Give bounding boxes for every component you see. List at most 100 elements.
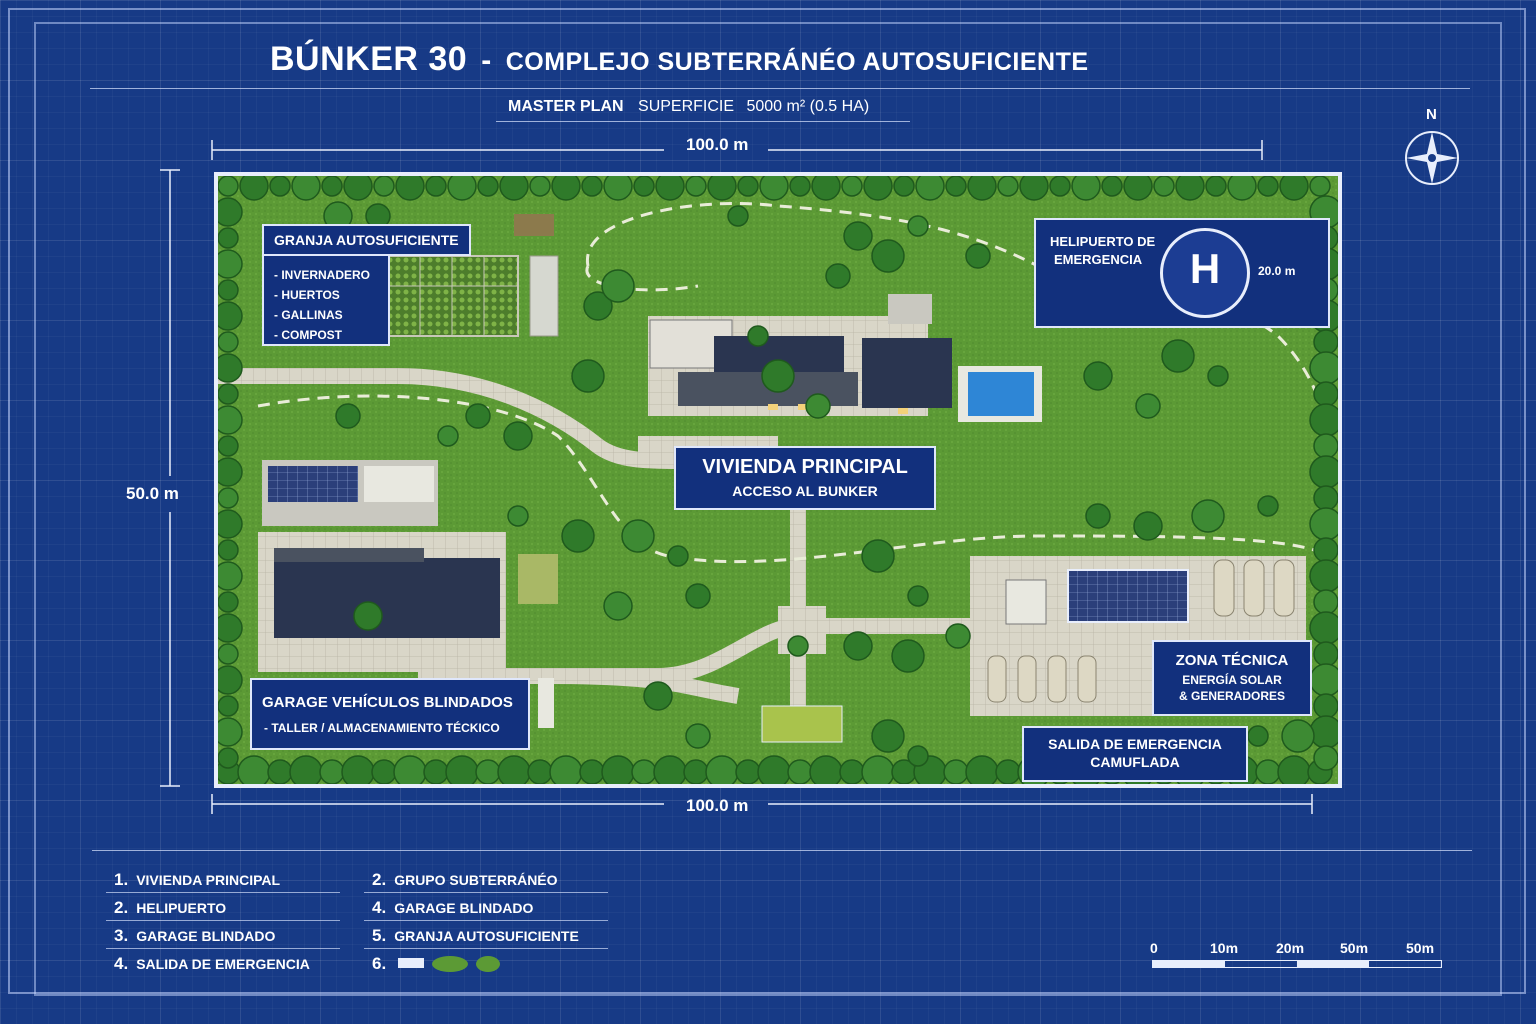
house-subtitle: ACCESO AL BUNKER — [732, 483, 878, 499]
scale-bar-track — [1152, 960, 1442, 968]
garage-subtitle: - TALLER / ALMACENAMIENTO TÉCKICO — [264, 721, 500, 735]
heliport-label: HELIPUERTO DE EMERGENCIA H 20.0 m — [1034, 218, 1330, 328]
legend-item: 4.GARAGE BLINDADO — [372, 898, 534, 917]
title-subtitle: COMPLEJO SUBTERRÁNÉO AUTOSUFICIENTE — [505, 48, 1089, 76]
tree — [995, 759, 1021, 784]
tree — [1313, 433, 1338, 459]
tree — [341, 755, 375, 784]
tree — [343, 176, 373, 201]
tree — [1191, 499, 1225, 533]
tree — [1309, 351, 1338, 385]
farm-item: - HUERTOS — [274, 288, 340, 302]
tree — [1247, 725, 1269, 747]
tree — [218, 695, 239, 717]
farm-item: - INVERNADERO — [274, 268, 371, 282]
tree — [571, 359, 605, 393]
tree — [727, 205, 749, 227]
title-separator: - — [481, 44, 492, 77]
tree — [218, 747, 239, 769]
farm-label: GRANJA AUTOSUFICIENTE - INVERNADERO - HU… — [262, 224, 471, 346]
tree — [319, 759, 345, 784]
surface-label: SUPERFICIE — [638, 98, 735, 115]
garage-building — [258, 460, 558, 728]
garage-title: GARAGE VEHÍCULOS BLINDADOS — [262, 694, 513, 711]
tree — [353, 601, 383, 631]
tree — [1049, 176, 1071, 197]
tree — [683, 759, 709, 784]
tree — [218, 665, 243, 695]
tree — [621, 519, 655, 553]
tree — [787, 635, 809, 657]
legend-item: 1.VIVIENDA PRINCIPAL — [114, 870, 281, 889]
legend-top-rule — [92, 850, 1472, 851]
house-label: VIVIENDA PRINCIPAL ACCESO AL BUNKER — [674, 446, 936, 510]
legend-item: 4.SALIDA DE EMERGENCIA — [114, 954, 310, 973]
tree — [907, 215, 929, 237]
tree — [1277, 755, 1311, 784]
tree — [218, 591, 239, 613]
tree — [811, 176, 841, 201]
tree — [1313, 641, 1338, 667]
tree — [1257, 176, 1279, 197]
tree — [1101, 176, 1123, 197]
farm-item: - GALLINAS — [274, 308, 343, 322]
tree — [1309, 403, 1338, 437]
emergency-exit-hatch — [761, 705, 843, 743]
tree — [218, 176, 239, 197]
page-title: BÚNKER 30-COMPLEJO SUBTERRÁNÉO AUTOSUFIC… — [270, 40, 1089, 79]
title-main: BÚNKER 30 — [270, 40, 468, 78]
north-label: N — [1426, 106, 1437, 123]
tree — [843, 631, 873, 661]
main-house — [648, 294, 1042, 422]
tree — [218, 643, 239, 665]
tree — [757, 755, 791, 784]
tree — [789, 176, 811, 197]
legend-item: 3.GARAGE BLINDADO — [114, 926, 276, 945]
tree — [685, 723, 711, 749]
title-rule — [90, 88, 1470, 89]
tree — [943, 759, 969, 784]
tree — [218, 539, 239, 561]
tree — [423, 759, 449, 784]
tree — [395, 176, 425, 201]
tree — [373, 176, 395, 197]
tree — [1019, 176, 1049, 201]
tree — [1309, 611, 1338, 645]
tree — [965, 243, 991, 269]
tree — [1257, 495, 1279, 517]
tree — [1313, 485, 1338, 511]
helipad: H — [1160, 228, 1250, 318]
tree — [393, 755, 427, 784]
compass-rose-icon — [1405, 131, 1459, 185]
tree — [503, 421, 533, 451]
tree — [218, 457, 243, 487]
tree — [551, 176, 581, 201]
tree — [907, 745, 929, 767]
tree — [218, 331, 239, 353]
north-compass: N — [1402, 104, 1466, 188]
plan-rule — [496, 121, 910, 122]
tree — [1309, 455, 1338, 489]
house-title: VIVIENDA PRINCIPAL — [702, 456, 908, 478]
tree — [579, 759, 605, 784]
tree — [685, 583, 711, 609]
tree — [705, 755, 739, 784]
tree — [1313, 381, 1338, 407]
legend-item: 6. — [372, 954, 387, 973]
tree — [529, 176, 551, 197]
tree — [218, 279, 239, 301]
surface-value: 5000 m² (0.5 HA) — [746, 98, 870, 115]
tree — [1313, 745, 1338, 771]
tree — [643, 681, 673, 711]
tree — [1313, 693, 1338, 719]
farm-item: - COMPOST — [274, 328, 342, 342]
exit-line-1: SALIDA DE EMERGENCIA — [1048, 736, 1222, 752]
tree — [653, 755, 687, 784]
tree — [218, 613, 243, 643]
tree — [633, 176, 655, 197]
legend-item: 5.GRANJA AUTOSUFICIENTE — [372, 926, 579, 945]
tree — [945, 176, 967, 197]
heliport-title-2: EMERGENCIA — [1054, 252, 1143, 267]
tree — [507, 505, 529, 527]
tree — [437, 425, 459, 447]
